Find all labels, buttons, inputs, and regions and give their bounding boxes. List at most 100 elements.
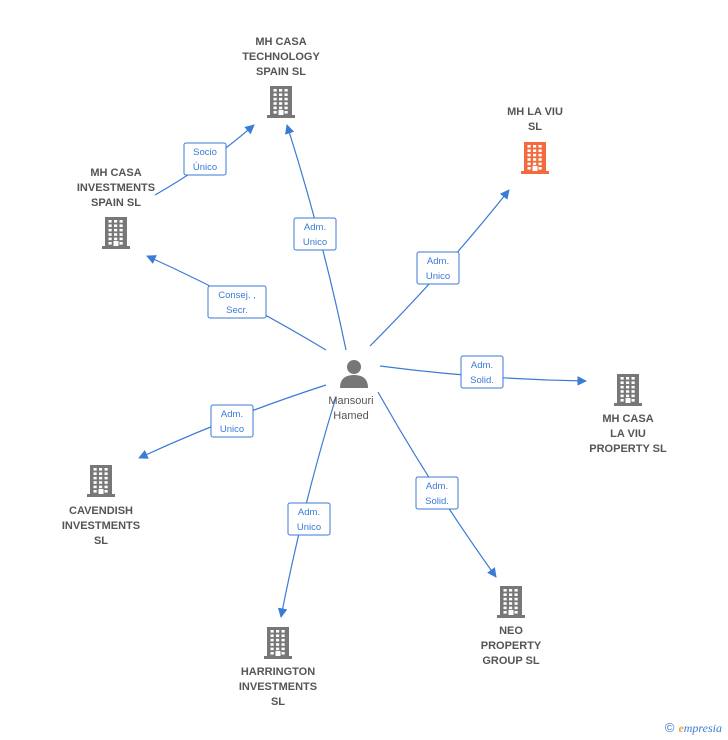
edge-label-text: Consej. ,	[218, 290, 256, 301]
building-window	[503, 593, 507, 596]
edge-label-text: Unico	[297, 522, 321, 533]
person-head	[347, 360, 361, 374]
building-window	[281, 643, 285, 646]
edge-label-text: Unico	[220, 424, 244, 435]
building-window	[108, 224, 112, 227]
building-window	[631, 385, 635, 389]
building-icon	[87, 465, 115, 497]
node-label-line: SL	[271, 696, 285, 708]
node-label-line: MH CASA	[255, 36, 306, 48]
edge-label-text: Solid.	[470, 375, 494, 386]
node-label-line: INVESTMENTS	[239, 681, 317, 693]
building-window	[104, 485, 108, 489]
footer-brand: ©empresia	[665, 720, 722, 736]
building-window	[273, 93, 277, 96]
building-window	[284, 102, 288, 105]
building-window	[281, 630, 285, 633]
building-window	[503, 589, 507, 592]
building-window	[626, 381, 630, 384]
building-window	[119, 233, 123, 236]
building-window	[631, 399, 635, 402]
building-window	[108, 228, 112, 232]
brand-logo-initial: e	[678, 721, 684, 735]
building-window	[104, 476, 108, 480]
building-door	[508, 610, 514, 615]
building-window	[279, 102, 283, 105]
building-window	[104, 472, 108, 475]
company-node-harrington-investments[interactable]: HARRINGTON INVESTMENTS SL	[239, 627, 317, 708]
node-label-line: Mansouri	[328, 395, 373, 407]
building-window	[104, 490, 108, 493]
node-label-line: TECHNOLOGY	[242, 51, 320, 63]
node-label-line: HARRINGTON	[241, 666, 315, 678]
person-icon	[340, 360, 368, 388]
building-window	[108, 220, 112, 223]
building-window	[533, 145, 537, 148]
building-window	[114, 233, 118, 236]
building-window	[503, 606, 507, 610]
building-window	[119, 228, 123, 232]
edge-label-text: Adm.	[221, 409, 243, 420]
building-base	[102, 246, 130, 249]
building-window	[99, 485, 103, 489]
edge-label-box	[460, 355, 504, 389]
building-window	[533, 162, 537, 166]
building-window	[276, 647, 280, 651]
building-window	[99, 468, 103, 471]
building-window	[108, 242, 112, 245]
building-window	[284, 97, 288, 101]
edge-label-box	[415, 476, 459, 510]
building-window	[273, 102, 277, 105]
building-icon	[264, 627, 292, 659]
edges-layer	[138, 124, 587, 618]
edge-label-box	[287, 502, 331, 536]
building-window	[527, 145, 531, 148]
building-window	[270, 638, 274, 642]
edge-label: Adm.Unico	[293, 217, 337, 251]
building-window	[284, 93, 288, 96]
building-window	[503, 602, 507, 605]
building-window	[533, 158, 537, 161]
building-window	[108, 233, 112, 236]
building-window	[509, 589, 513, 592]
building-window	[93, 490, 97, 493]
building-window	[514, 597, 518, 601]
building-window	[273, 106, 277, 110]
building-window	[276, 638, 280, 642]
building-window	[273, 89, 277, 92]
building-window	[99, 476, 103, 480]
building-window	[631, 381, 635, 384]
building-window	[104, 468, 108, 471]
edge-label-text: Adm.	[298, 507, 320, 518]
building-window	[620, 394, 624, 398]
node-label-line: INVESTMENTS	[62, 520, 140, 532]
building-window	[281, 647, 285, 651]
node-label-line: MH LA VIU	[507, 106, 563, 118]
building-window	[93, 468, 97, 471]
edge-label-text: Adm.	[304, 222, 326, 233]
building-window	[631, 377, 635, 380]
building-window	[281, 634, 285, 637]
building-window	[620, 390, 624, 393]
node-label-line: INVESTMENTS	[77, 182, 155, 194]
building-window	[509, 593, 513, 596]
building-window	[503, 611, 507, 614]
building-window	[509, 606, 513, 610]
edge-label-box	[210, 404, 254, 438]
building-window	[626, 390, 630, 393]
building-window	[281, 652, 285, 655]
node-label-line: GROUP SL	[482, 655, 540, 667]
edge-label-box	[416, 251, 460, 285]
building-base	[87, 494, 115, 497]
building-window	[514, 602, 518, 605]
building-window	[527, 149, 531, 152]
